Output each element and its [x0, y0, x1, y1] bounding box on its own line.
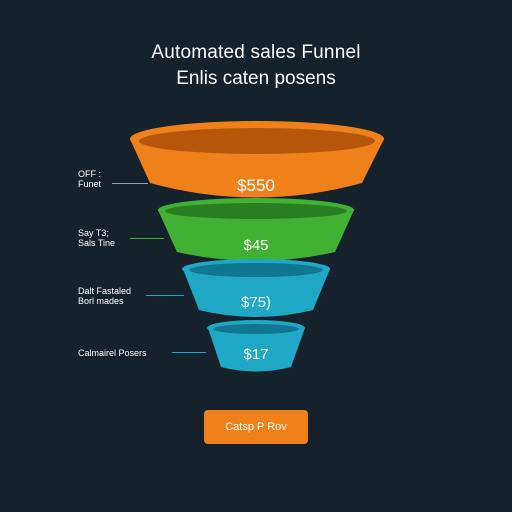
funnel-stage-4-value: $17	[243, 346, 268, 363]
funnel-stage-1-value: $550	[237, 176, 275, 195]
stage-2-connector	[130, 238, 164, 239]
stage-1-connector	[112, 183, 148, 184]
stage-2-label-line2: Sals Tine	[78, 238, 116, 248]
stage-2-label-line1: Say T3;	[78, 228, 109, 238]
stage-4-connector	[172, 352, 206, 353]
stage-1-label-line1: OFF :	[78, 169, 101, 179]
funnel-stage-4: $17	[207, 320, 305, 372]
funnel-stage-2: $45	[158, 198, 354, 261]
funnel-subtitle: Enlis caten posens	[176, 68, 336, 89]
stage-3-label: Dalt Fastaled Borl mades	[78, 286, 131, 306]
cta-button[interactable]: Catsp P Rov	[204, 410, 308, 444]
stage-3-label-line1: Dalt Fastaled	[78, 286, 132, 296]
funnel-stage-1-inner	[139, 128, 375, 154]
stage-2-label: Say T3; Sals Tine	[78, 228, 115, 248]
funnel-stage-3: $75)	[182, 259, 330, 317]
stage-4-label-line1: Calmairel Posers	[78, 348, 147, 358]
funnel-stage-2-inner	[165, 203, 347, 219]
funnel-stage-2-body	[158, 210, 354, 261]
stage-1-label: OFF : Funet	[78, 169, 101, 189]
funnel-stage-4-body	[208, 328, 305, 372]
funnel-stage-3-body	[183, 269, 330, 317]
funnel-title: Automated sales Funnel	[151, 42, 361, 63]
funnel-stage-3-inner	[189, 263, 323, 277]
funnel-stage-3-value: $75)	[241, 294, 271, 311]
funnel-stage-1: $550	[130, 121, 384, 198]
stage-4-label: Calmairel Posers	[78, 348, 147, 358]
funnel-stage-4-inner	[213, 324, 299, 334]
stage-3-label-line2: Borl mades	[78, 296, 124, 306]
stage-3-connector	[146, 295, 184, 296]
stage-1-label-line2: Funet	[78, 179, 102, 189]
funnel-stage-2-value: $45	[243, 237, 268, 254]
